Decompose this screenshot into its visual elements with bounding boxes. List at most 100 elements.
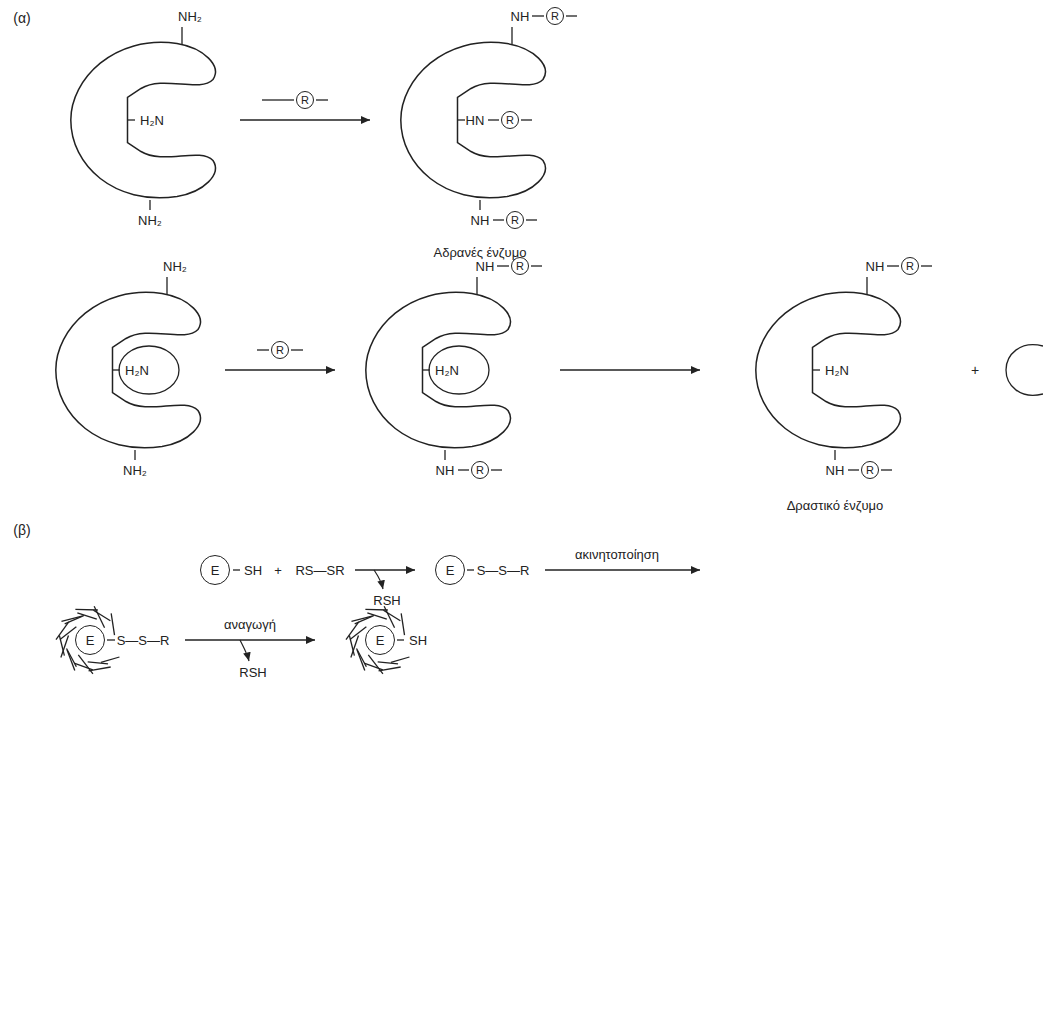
reaction-arrow <box>545 569 700 570</box>
polymer-net <box>401 613 404 635</box>
bond-line <box>262 99 294 100</box>
bond-line <box>881 469 892 470</box>
bond-line <box>493 219 504 220</box>
reagent-symbol: R <box>501 111 519 129</box>
reaction-arrow <box>560 369 700 370</box>
enzyme-outline <box>756 292 901 447</box>
bond-line <box>521 119 532 120</box>
reaction-arrow <box>225 369 335 370</box>
polymer-net <box>93 610 110 621</box>
bond-line <box>921 265 932 266</box>
bond-line <box>458 469 469 470</box>
reagent-symbol: R <box>511 257 529 275</box>
reagent-symbol: R <box>506 211 524 229</box>
polymer-net <box>365 609 387 611</box>
reagent-symbol: R <box>471 461 489 479</box>
released-inhibitor <box>1006 345 1043 396</box>
byproduct-formula: RSH <box>373 593 400 608</box>
bond-line <box>479 200 480 210</box>
bond-line <box>316 99 328 100</box>
amino-group: NH₂ <box>123 463 147 478</box>
bond-line <box>491 469 502 470</box>
bond-line <box>291 349 303 350</box>
disulfide-group: S—S—R <box>117 633 170 648</box>
step-label: ακινητοποίηση <box>575 547 659 562</box>
enzyme-circle: E <box>365 625 395 655</box>
enzyme-letter: E <box>376 633 385 648</box>
enzyme-letter: E <box>86 633 95 648</box>
polymer-net <box>367 613 386 619</box>
bond-line <box>134 450 135 460</box>
reagent-symbol: R <box>271 341 289 359</box>
bond-line <box>848 469 859 470</box>
polymer-net <box>59 635 64 655</box>
reagent-symbol: R <box>861 461 879 479</box>
bond-line <box>107 639 115 640</box>
bond-line <box>467 569 474 570</box>
bond-line <box>834 450 835 460</box>
plus-sign: + <box>274 563 282 578</box>
part-label: (α) <box>13 11 30 26</box>
part-label: (β) <box>13 523 30 538</box>
plus-sign: + <box>971 363 979 378</box>
polymer-net <box>357 650 365 671</box>
caption-text: Δραστικό ένζυμο <box>787 498 884 513</box>
bond-line <box>233 569 240 570</box>
polymer-net <box>89 667 111 671</box>
polymer-net <box>349 635 354 655</box>
reaction-arrow <box>240 119 370 120</box>
polymer-net <box>364 663 383 670</box>
polymer-net <box>77 613 96 619</box>
inhibitor-shape <box>429 346 489 394</box>
enzyme-letter: E <box>446 563 455 578</box>
amino-group: NH <box>471 213 490 228</box>
polymer-net <box>391 657 409 662</box>
polymer-net <box>75 609 97 611</box>
thiol-group: SH <box>244 563 262 578</box>
amino-group: NH <box>866 259 885 274</box>
reagent-symbol: R <box>901 257 919 275</box>
amino-group: NH₂ <box>163 259 187 274</box>
bond-line <box>511 27 512 44</box>
reagent-formula: RS—SR <box>295 563 344 578</box>
enzyme-outline <box>366 292 511 447</box>
polymer-net <box>111 613 114 635</box>
polymer-net <box>74 663 93 670</box>
bond-line <box>166 277 167 294</box>
amino-group: NH <box>826 463 845 478</box>
bond-line <box>526 219 537 220</box>
bond-line <box>813 369 820 370</box>
bond-line <box>531 265 542 266</box>
bond-line <box>866 277 867 294</box>
reagent-symbol: R <box>296 91 314 109</box>
bond-line <box>181 27 182 44</box>
bond-line <box>444 450 445 460</box>
bond-line <box>128 119 135 120</box>
polymer-net <box>101 657 119 662</box>
byproduct-arrow <box>374 570 383 589</box>
bond-line <box>257 349 269 350</box>
enzyme-outline <box>71 42 216 197</box>
bond-line <box>476 277 477 294</box>
amino-group: H₂N <box>140 113 164 128</box>
bond-line <box>149 200 150 210</box>
bond-line <box>497 265 509 266</box>
amino-group: NH <box>511 9 530 24</box>
byproduct-formula: RSH <box>239 665 266 680</box>
enzyme-circle: E <box>200 555 230 585</box>
step-label: αναγωγή <box>224 617 276 632</box>
polymer-net <box>378 662 398 664</box>
polymer-net <box>379 667 401 671</box>
bond-line <box>887 265 899 266</box>
amino-group: H₂N <box>825 363 849 378</box>
bond-line <box>397 639 404 640</box>
caption-text: Αδρανές ένζυμο <box>434 245 527 260</box>
disulfide-group: S—S—R <box>477 563 530 578</box>
amino-group: NH₂ <box>178 9 202 24</box>
enzyme-outline <box>56 292 201 447</box>
bond-line <box>488 119 499 120</box>
inhibitor-shape <box>119 346 179 394</box>
amino-group: NH <box>436 463 455 478</box>
enzyme-circle: E <box>435 555 465 585</box>
